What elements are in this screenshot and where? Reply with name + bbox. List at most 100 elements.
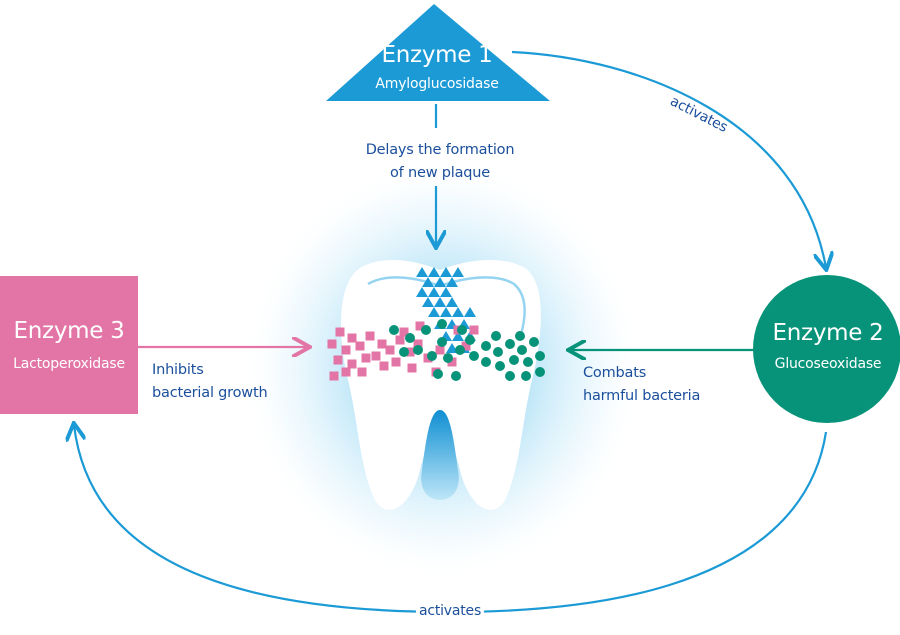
activates-label-bottom: activates	[415, 603, 485, 619]
glucoseoxidase-particle	[443, 353, 453, 363]
lactoperoxidase-particle	[407, 363, 417, 373]
lactoperoxidase-particle	[335, 327, 345, 337]
amyloglucosidase-particle	[440, 267, 452, 277]
lactoperoxidase-particle	[333, 355, 343, 365]
glucoseoxidase-particle	[399, 347, 409, 357]
lactoperoxidase-particle	[469, 325, 479, 335]
glucoseoxidase-particle	[433, 369, 443, 379]
glucoseoxidase-particle	[427, 351, 437, 361]
glucoseoxidase-particle	[505, 371, 515, 381]
lactoperoxidase-particle	[413, 339, 423, 349]
amyloglucosidase-particle	[452, 331, 464, 341]
enzyme2-title: Enzyme 2	[772, 320, 884, 346]
glucoseoxidase-particle	[529, 337, 539, 347]
glucoseoxidase-particle	[515, 331, 525, 341]
glucoseoxidase-particle	[481, 341, 491, 351]
lactoperoxidase-particle	[435, 345, 445, 355]
enzyme1-effect-label: Delays the formation of new plaque	[366, 139, 515, 185]
glucoseoxidase-particle	[491, 331, 501, 341]
amyloglucosidase-particle	[434, 297, 446, 307]
tooth-inner-outline	[367, 276, 526, 339]
lactoperoxidase-particle	[341, 367, 351, 377]
amyloglucosidase-particle	[464, 307, 476, 317]
glucoseoxidase-particle	[437, 319, 447, 329]
lactoperoxidase-particle	[371, 351, 381, 361]
lactoperoxidase-particle	[399, 327, 409, 337]
glucoseoxidase-particle	[413, 345, 423, 355]
amyloglucosidase-particle	[428, 287, 440, 297]
glucoseoxidase-particle	[455, 345, 465, 355]
enzyme1-subtitle: Amyloglucosidase	[375, 76, 499, 92]
amyloglucosidase-particle	[416, 267, 428, 277]
amyloglucosidase-particle	[416, 287, 428, 297]
glucoseoxidase-particle	[437, 337, 447, 347]
lactoperoxidase-particle	[405, 347, 415, 357]
amyloglucosidase-particle	[446, 343, 458, 353]
lactoperoxidase-particle	[415, 321, 425, 331]
lactoperoxidase-particle	[347, 359, 357, 369]
lactoperoxidase-particle	[391, 357, 401, 367]
tooth-crown	[340, 259, 541, 510]
enzyme2-effect-line1: Combats	[583, 365, 647, 381]
glucoseoxidase-particle	[523, 357, 533, 367]
glucoseoxidase-particle	[465, 335, 475, 345]
glucoseoxidase-particle	[505, 339, 515, 349]
enzyme3-subtitle: Lactoperoxidase	[13, 356, 125, 372]
tooth-root-canal	[421, 410, 459, 500]
glucoseoxidase-particle	[509, 355, 519, 365]
enzyme1-triangle	[326, 4, 550, 101]
glucoseoxidase-particle	[481, 357, 491, 367]
amyloglucosidase-particles	[416, 267, 476, 353]
enzyme2-effect-label: Combats harmful bacteria	[583, 362, 700, 408]
amyloglucosidase-particle	[434, 277, 446, 287]
amyloglucosidase-particle	[452, 267, 464, 277]
glucoseoxidase-particle	[493, 347, 503, 357]
lactoperoxidase-particle	[327, 339, 337, 349]
lactoperoxidase-particle	[461, 341, 471, 351]
glucoseoxidase-particle	[535, 351, 545, 361]
enzyme3-effect-label: Inhibits bacterial growth	[152, 359, 268, 405]
glucoseoxidase-particle	[421, 325, 431, 335]
enzyme1-effect-line1: Delays the formation	[365, 142, 515, 158]
amyloglucosidase-particle	[422, 297, 434, 307]
amyloglucosidase-particle	[428, 307, 440, 317]
amyloglucosidase-particle	[440, 287, 452, 297]
lactoperoxidase-particle	[329, 371, 339, 381]
activates-arrow-top	[511, 50, 826, 268]
enzyme2-effect-line2: harmful bacteria	[583, 388, 701, 404]
glucoseoxidase-particles	[389, 319, 545, 381]
amyloglucosidase-particle	[440, 307, 452, 317]
glucoseoxidase-particle	[495, 361, 505, 371]
lactoperoxidase-particle	[357, 367, 367, 377]
enzyme2-circle	[753, 275, 900, 423]
enzyme3-title: Enzyme 3	[13, 318, 125, 344]
enzyme3-effect-line1: Inhibits	[152, 362, 204, 378]
tooth-icon	[340, 259, 541, 510]
glucoseoxidase-particle	[535, 367, 545, 377]
lactoperoxidase-particle	[377, 339, 387, 349]
lactoperoxidase-particle	[347, 333, 357, 343]
glucoseoxidase-particle	[457, 325, 467, 335]
enzyme1-title: Enzyme 1	[381, 42, 493, 68]
lactoperoxidase-particle	[447, 357, 457, 367]
amyloglucosidase-particle	[452, 307, 464, 317]
lactoperoxidase-particle	[379, 361, 389, 371]
enzyme2-subtitle: Glucoseoxidase	[774, 356, 882, 372]
amyloglucosidase-particle	[446, 277, 458, 287]
glucoseoxidase-particle	[469, 351, 479, 361]
lactoperoxidase-particle	[341, 345, 351, 355]
glucoseoxidase-particle	[517, 345, 527, 355]
lactoperoxidase-particle	[365, 331, 375, 341]
lactoperoxidase-particle	[355, 341, 365, 351]
amyloglucosidase-particle	[422, 277, 434, 287]
glucoseoxidase-particle	[389, 325, 399, 335]
glucoseoxidase-particle	[405, 333, 415, 343]
lactoperoxidase-particle	[361, 353, 371, 363]
lactoperoxidase-particle	[385, 345, 395, 355]
glucoseoxidase-particle	[451, 371, 461, 381]
enzyme3-square	[0, 276, 138, 414]
amyloglucosidase-particle	[428, 267, 440, 277]
amyloglucosidase-particle	[446, 297, 458, 307]
enzyme1-effect-line2: of new plaque	[390, 165, 490, 181]
